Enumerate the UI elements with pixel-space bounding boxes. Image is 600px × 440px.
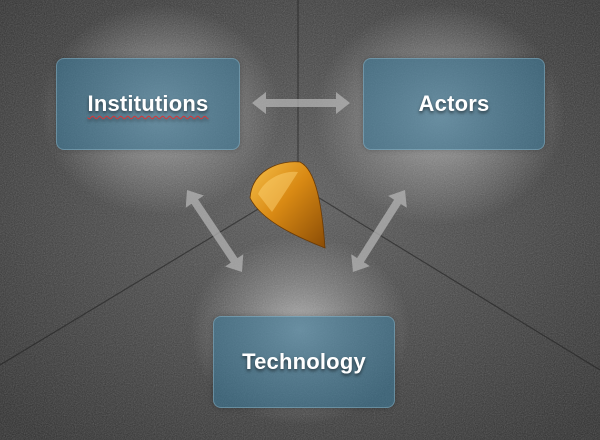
center-cone-shape [249, 161, 326, 249]
node-institutions: Institutions [56, 58, 240, 150]
node-technology: Technology [213, 316, 395, 408]
node-label-technology: Technology [242, 349, 366, 374]
node-actors: Actors [363, 58, 545, 150]
node-label-actors: Actors [418, 91, 490, 116]
arrows-group [185, 92, 407, 272]
center-cone-highlight [258, 171, 298, 212]
arrow-institutions-actors [252, 92, 350, 114]
node-label-institutions: Institutions [87, 91, 209, 116]
arrow-actors-technology [351, 190, 407, 272]
divider-line-right [297, 184, 600, 371]
divider-line-left [0, 184, 299, 366]
arrow-institutions-technology [185, 190, 244, 272]
